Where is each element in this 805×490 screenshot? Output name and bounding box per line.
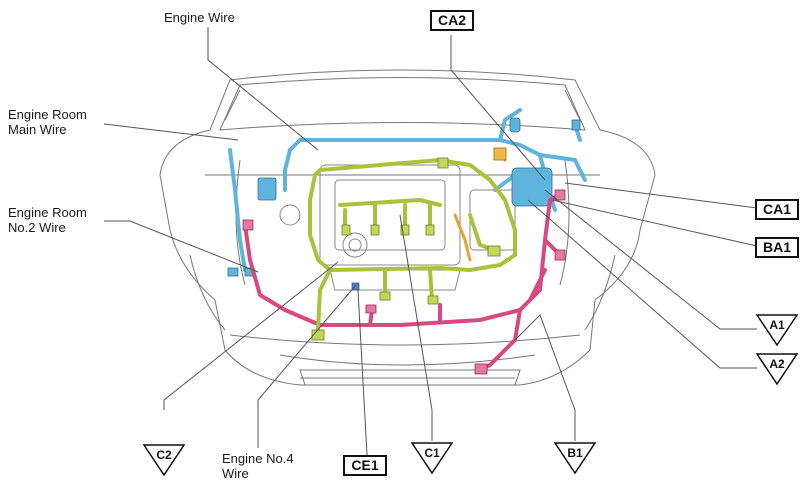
connector-c1-triangle: C1 [410,441,454,475]
connector-c2-triangle: C2 [142,443,186,477]
connector-c1-label: C1 [424,446,440,460]
connector-a2-triangle: A2 [755,352,799,386]
ce1-marker [351,282,360,291]
engine-room-no2-wire-label-line1: Engine Room [8,205,87,220]
connector-a1-label: A1 [769,318,785,332]
engine-room-main-wire-label-line2: Main Wire [8,122,67,137]
leader-lines [103,27,758,456]
connector-ca1-box: CA1 [755,199,799,220]
connector-ba1-box: BA1 [755,237,799,258]
engine-room-main-wire-label-line1: Engine Room [8,107,87,122]
connector-a1-triangle: A1 [755,313,799,347]
engine-wire-label: Engine Wire [164,10,235,25]
engine-wire [308,158,517,332]
connector-ce1-box: CE1 [343,455,387,476]
orange-connector [493,147,507,161]
engine-no4-wire-label-line2: Wire [222,466,249,481]
engine-no4-wire-label-line1: Engine No.4 [222,451,294,466]
connector-b1-label: B1 [567,446,583,460]
connector-ca2-box: CA2 [430,10,474,31]
connector-c2-label: C2 [156,448,172,462]
vehicle-outline [159,69,656,386]
connector-a2-label: A2 [769,357,785,371]
engine-wire-connectors [311,157,501,341]
connector-b1-triangle: B1 [553,441,597,475]
engine-room-no2-wire-label-line2: No.2 Wire [8,220,66,235]
no2-wire-connectors [242,189,566,375]
